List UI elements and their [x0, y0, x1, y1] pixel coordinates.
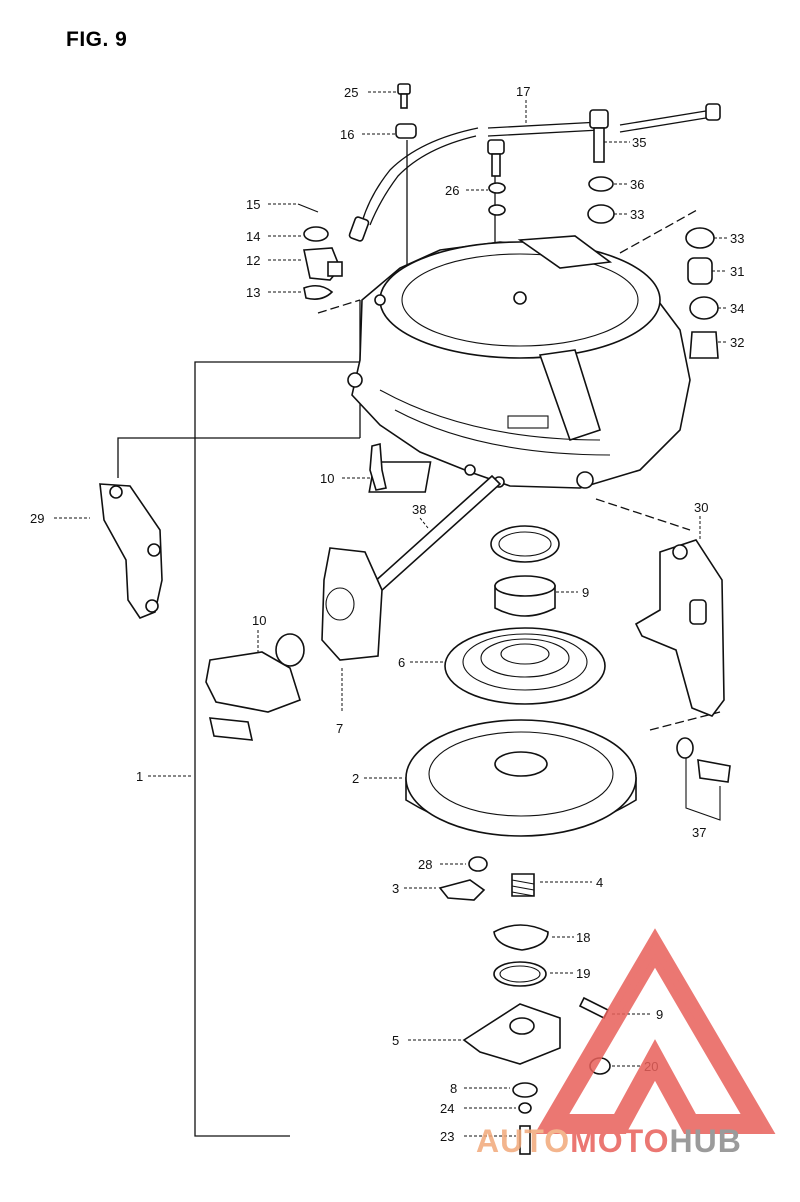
- callout-12: 10: [252, 613, 266, 628]
- callout-19: 17: [516, 84, 530, 99]
- callout-38: 38: [412, 502, 426, 517]
- watermark-auto: AUTO: [476, 1123, 570, 1159]
- watermark-logo: AUTOMOTOHUB: [476, 928, 776, 1159]
- callout-labels: 25 16 17 35 26 36 33 33 31 34 32 15 14 1…: [30, 84, 744, 1144]
- callout-10: 9: [582, 585, 589, 600]
- callout-36: 36: [630, 177, 644, 192]
- callout-30: 30: [694, 500, 708, 515]
- callout-21a: 19: [576, 966, 590, 981]
- starter-cable: [348, 103, 721, 242]
- callout-20: 18: [576, 930, 590, 945]
- callout-33b: 33: [730, 231, 744, 246]
- rod-38: [370, 474, 502, 594]
- watermark-hub: HUB: [669, 1123, 741, 1159]
- callout-29: 29: [30, 511, 44, 526]
- callout-3: 3: [392, 881, 399, 896]
- starter-case: [347, 235, 691, 493]
- bracket-29: [99, 483, 163, 619]
- callout-28: 28: [418, 857, 432, 872]
- cover-7: [321, 547, 383, 661]
- callout-32: 32: [730, 335, 744, 350]
- callout-13: 10: [320, 471, 334, 486]
- callout-4: 4: [596, 875, 603, 890]
- bracket-30: [634, 539, 731, 783]
- callout-35: 35: [632, 135, 646, 150]
- callout-31: 31: [730, 264, 744, 279]
- callout-33a: 33: [630, 207, 644, 222]
- callout-15: 13: [246, 285, 260, 300]
- callout-1: 1: [136, 769, 143, 784]
- callout-6: 6: [398, 655, 405, 670]
- clip-13: [369, 442, 387, 491]
- callout-17: 15: [246, 197, 260, 212]
- watermark-moto: MOTO: [570, 1123, 669, 1159]
- hardware-top: [297, 83, 719, 359]
- pawl-and-springs: [438, 856, 611, 1155]
- callout-37: 37: [692, 825, 706, 840]
- assembly-bracket-lines: [117, 140, 721, 1137]
- svg-text:AUTOMOTOHUB: AUTOMOTOHUB: [476, 1123, 742, 1159]
- callout-5: 5: [392, 1033, 399, 1048]
- handle-12: [205, 633, 305, 741]
- callout-23: 23: [440, 1129, 454, 1144]
- callout-2: 2: [352, 771, 359, 786]
- callout-25: 25: [344, 85, 358, 100]
- figure-title: FIG. 9: [66, 28, 128, 51]
- callout-26: 26: [445, 183, 459, 198]
- callout-24: 24: [440, 1101, 454, 1116]
- callout-34: 34: [730, 301, 744, 316]
- callout-18: 16: [340, 127, 354, 142]
- callout-8: 8: [450, 1081, 457, 1096]
- callout-14: 12: [246, 253, 260, 268]
- callout-7: 7: [336, 721, 343, 736]
- reel-2: [405, 719, 637, 837]
- callout-16: 14: [246, 229, 260, 244]
- seal-and-spring: [444, 525, 606, 705]
- callout-9: 9: [656, 1007, 663, 1022]
